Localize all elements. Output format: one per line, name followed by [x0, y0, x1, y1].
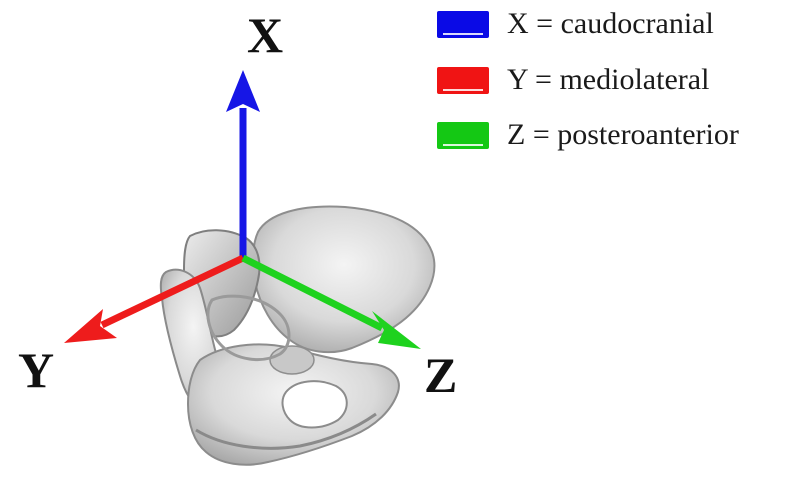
- acetabulum: [270, 346, 314, 374]
- legend-item-z: Z = posteroanterior: [437, 117, 739, 153]
- legend-swatch-green: [437, 122, 489, 149]
- legend-swatch-blue: [437, 11, 489, 38]
- x-axis-arrow: [226, 70, 260, 258]
- obturator-foramen: [283, 381, 347, 427]
- legend-swatch-red: [437, 67, 489, 94]
- x-axis-label: X: [247, 10, 283, 60]
- legend-item-x: X = caudocranial: [437, 6, 714, 42]
- legend-label: Y = mediolateral: [507, 63, 709, 97]
- z-axis-label: Z: [424, 350, 457, 400]
- y-axis-label: Y: [18, 345, 54, 395]
- legend-label: X = caudocranial: [507, 7, 714, 41]
- legend-label: Z = posteroanterior: [507, 118, 739, 152]
- legend-item-y: Y = mediolateral: [437, 62, 709, 98]
